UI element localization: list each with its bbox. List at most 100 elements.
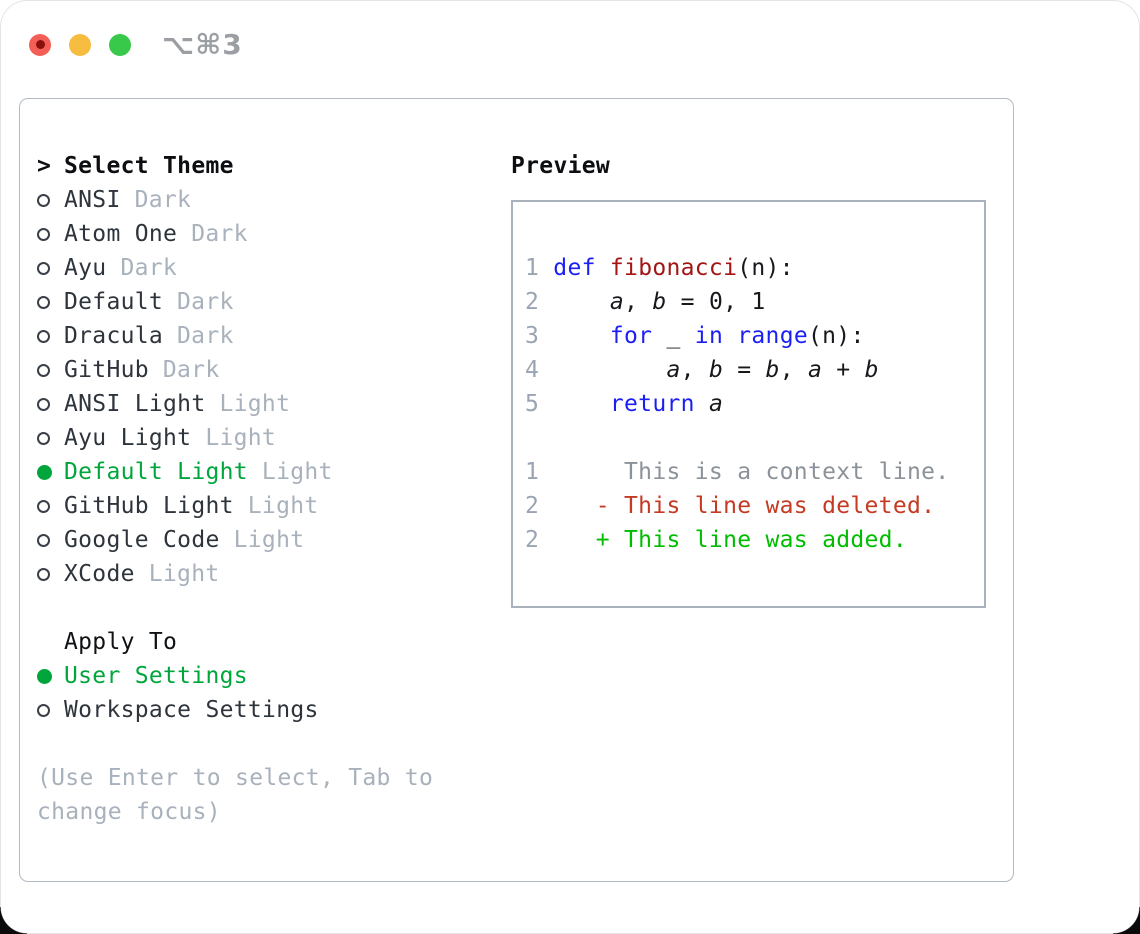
theme-option-default-light[interactable]: Default Light Light: [37, 455, 503, 489]
radio-icon: [37, 499, 50, 513]
focus-arrow-icon: >: [37, 153, 52, 179]
code-text: a, b = b, a + b: [666, 357, 879, 383]
preview-header-row: Preview: [503, 149, 1013, 183]
theme-option-default[interactable]: Default Dark: [37, 285, 503, 319]
radio-icon: [37, 397, 50, 411]
diff-text: - This line was deleted.: [553, 493, 936, 519]
theme-option-atom-one[interactable]: Atom One Dark: [37, 217, 503, 251]
diff-line-context: 1 This is a context line.: [525, 455, 984, 489]
theme-option-ayu-light[interactable]: Ayu Light Light: [37, 421, 503, 455]
line-number: 2: [525, 493, 554, 519]
theme-name: Ayu Light: [64, 425, 192, 451]
diff-preview: 1 This is a context line.2 - This line w…: [525, 455, 984, 557]
apply-to-title: Apply To: [64, 629, 178, 655]
theme-name: ANSI: [64, 187, 121, 213]
code-text: return a: [609, 391, 724, 417]
theme-variant: Dark: [177, 289, 234, 315]
close-button[interactable]: [29, 33, 51, 56]
preview-column: Preview 1 def fibonacci(n):2 a, b = 0, 1…: [503, 149, 1013, 881]
preview-title: Preview: [511, 153, 611, 179]
theme-variant: Dark: [191, 221, 248, 247]
theme-option-ayu[interactable]: Ayu Dark: [37, 251, 503, 285]
theme-variant: Light: [247, 493, 319, 519]
apply-option-user-settings[interactable]: User Settings: [37, 659, 503, 693]
theme-variant: Light: [219, 391, 291, 417]
theme-name: Google Code: [64, 527, 220, 553]
code-line: 5 return a: [525, 387, 984, 421]
diff-text: + This line was added.: [553, 527, 907, 553]
zoom-button[interactable]: [109, 33, 131, 56]
radio-selected-icon: [37, 668, 52, 684]
theme-name: Default Light: [64, 459, 248, 485]
apply-option-label: User Settings: [64, 663, 248, 689]
radio-icon: [37, 363, 50, 377]
theme-name: Atom One: [64, 221, 178, 247]
diff-text: This is a context line.: [553, 459, 950, 485]
code-line: 1 def fibonacci(n):: [525, 251, 984, 285]
window-title-shortcut: ⌥⌘3: [162, 28, 243, 61]
radio-icon: [37, 567, 50, 581]
line-number: 5: [525, 391, 554, 417]
theme-option-google-code[interactable]: Google Code Light: [37, 523, 503, 557]
theme-name: Default: [64, 289, 164, 315]
line-number: 1: [525, 459, 554, 485]
radio-icon: [37, 533, 50, 547]
theme-name: GitHub Light: [64, 493, 234, 519]
theme-name: Ayu: [64, 255, 107, 281]
theme-name: Dracula: [64, 323, 164, 349]
theme-option-ansi-light[interactable]: ANSI Light Light: [37, 387, 503, 421]
theme-variant: Light: [261, 459, 333, 485]
theme-variant: Dark: [134, 187, 192, 213]
close-dot-icon: [35, 40, 45, 49]
desktop-corner-bottom-left: [0, 907, 27, 934]
code-line: 2 a, b = 0, 1: [525, 285, 984, 319]
line-number: 1: [525, 255, 554, 281]
diff-line-deleted: 2 - This line was deleted.: [525, 489, 984, 523]
diff-line-added: 2 + This line was added.: [525, 523, 984, 557]
theme-variant: Dark: [120, 255, 178, 281]
theme-option-github-light[interactable]: GitHub Light Light: [37, 489, 503, 523]
line-number: 4: [525, 357, 554, 383]
theme-variant: Light: [148, 561, 220, 587]
apply-option-workspace-settings[interactable]: Workspace Settings: [37, 693, 503, 727]
radio-icon: [37, 193, 50, 207]
theme-name: GitHub: [64, 357, 149, 383]
radio-icon: [37, 261, 50, 275]
line-number: 2: [525, 527, 554, 553]
theme-option-ansi[interactable]: ANSI Dark: [37, 183, 503, 217]
theme-option-dracula[interactable]: Dracula Dark: [37, 319, 503, 353]
help-text: (Use Enter to select, Tab to change focu…: [37, 765, 434, 825]
desktop-corner-bottom-right: [1113, 907, 1140, 934]
code-line: 3 for _ in range(n):: [525, 319, 984, 353]
select-theme-header: > Select Theme: [37, 149, 503, 183]
radio-icon: [37, 431, 50, 445]
theme-variant: Light: [205, 425, 277, 451]
radio-selected-icon: [37, 464, 52, 480]
apply-option-label: Workspace Settings: [64, 697, 319, 723]
window-titlebar: ⌥⌘3: [29, 28, 243, 61]
apply-to-header: Apply To: [37, 625, 503, 659]
select-theme-title: Select Theme: [64, 153, 234, 179]
theme-name: ANSI Light: [64, 391, 206, 417]
code-text: def fibonacci(n):: [553, 255, 794, 281]
code-text: for _ in range(n):: [609, 323, 865, 349]
radio-icon: [37, 329, 50, 343]
theme-variant: Dark: [177, 323, 234, 349]
line-number: 2: [525, 289, 554, 315]
code-line: 4 a, b = b, a + b: [525, 353, 984, 387]
radio-icon: [37, 295, 50, 309]
line-number: 3: [525, 323, 554, 349]
code-text: a, b = 0, 1: [609, 289, 766, 315]
radio-icon: [37, 703, 50, 717]
theme-variant: Light: [233, 527, 305, 553]
minimize-button[interactable]: [69, 33, 91, 56]
